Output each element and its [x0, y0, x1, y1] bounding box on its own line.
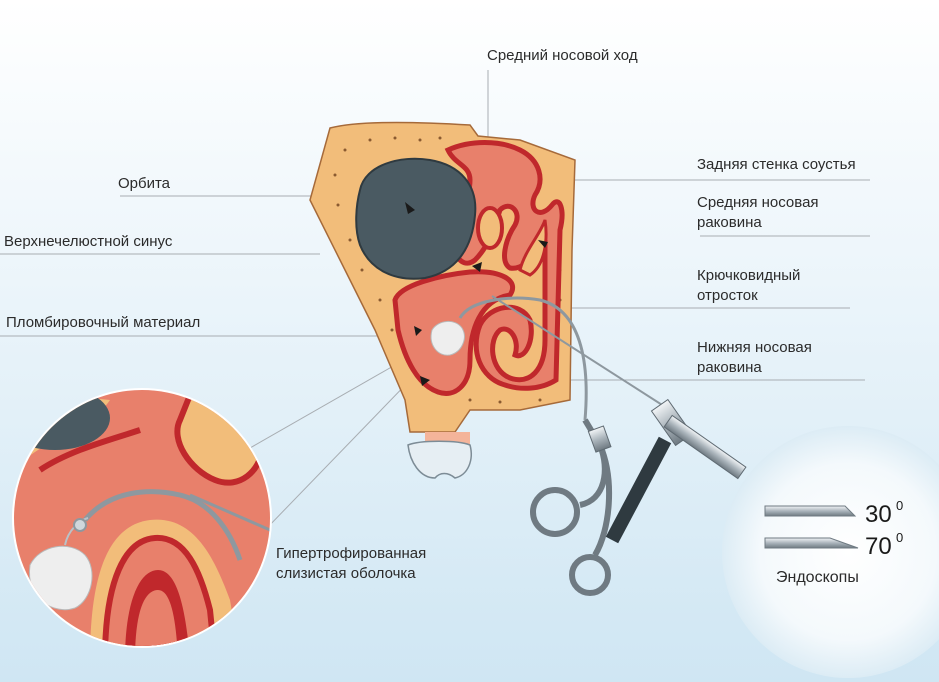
forceps-ring-1 [530, 487, 580, 537]
label-uncinate-2: отросток [697, 287, 758, 304]
label-maxillary-sinus: Верхнечелюстной синус [4, 233, 173, 250]
endoscope-70-icon [764, 537, 859, 549]
label-endoscopes: Эндоскопы [776, 569, 859, 586]
label-filling-material: Пломбировочный материал [6, 314, 201, 331]
probe-wire [458, 296, 588, 421]
label-middle-turbinate-1: Средняя носовая [697, 194, 819, 211]
label-posterior-wall: Задняя стенка соустья [697, 156, 856, 173]
middle-turbinate-bulb [476, 206, 504, 250]
forceps-ring-2 [569, 554, 611, 596]
label-middle-meatus: Средний носовой ход [487, 47, 638, 64]
direction-arrows [405, 202, 548, 386]
angle-30-degree: 0 [896, 498, 903, 513]
turbinate-inner [518, 219, 548, 277]
long-wire [491, 295, 671, 411]
label-inferior-turbinate-2: раковина [697, 359, 762, 376]
tooth [407, 440, 472, 479]
label-inferior-turbinate-1: Нижняя носовая [697, 339, 812, 356]
t-handle-cannula [605, 398, 747, 544]
label-uncinate-1: Крючковидный [697, 267, 801, 284]
angle-70-degree: 0 [896, 530, 903, 545]
endoscope-30-icon [764, 505, 857, 517]
angle-30-label: 30 [865, 501, 892, 528]
nasal-cavity [444, 140, 565, 391]
bone-texture [333, 136, 562, 404]
zoom-detail [12, 388, 272, 648]
label-hypertrophic-1: Гипертрофированная [276, 545, 427, 562]
filling-material [430, 321, 465, 356]
instruments [458, 295, 747, 596]
label-hypertrophic-2: слизистая оболочка [276, 565, 416, 582]
leader-lines [0, 70, 870, 531]
label-middle-turbinate-2: раковина [697, 214, 762, 231]
orbit-shape [355, 157, 477, 280]
endoscopes-inset: 30 0 70 0 [722, 426, 939, 678]
label-orbit: Орбита [118, 175, 171, 192]
anatomy-section [309, 121, 576, 479]
angle-70-label: 70 [865, 533, 892, 560]
